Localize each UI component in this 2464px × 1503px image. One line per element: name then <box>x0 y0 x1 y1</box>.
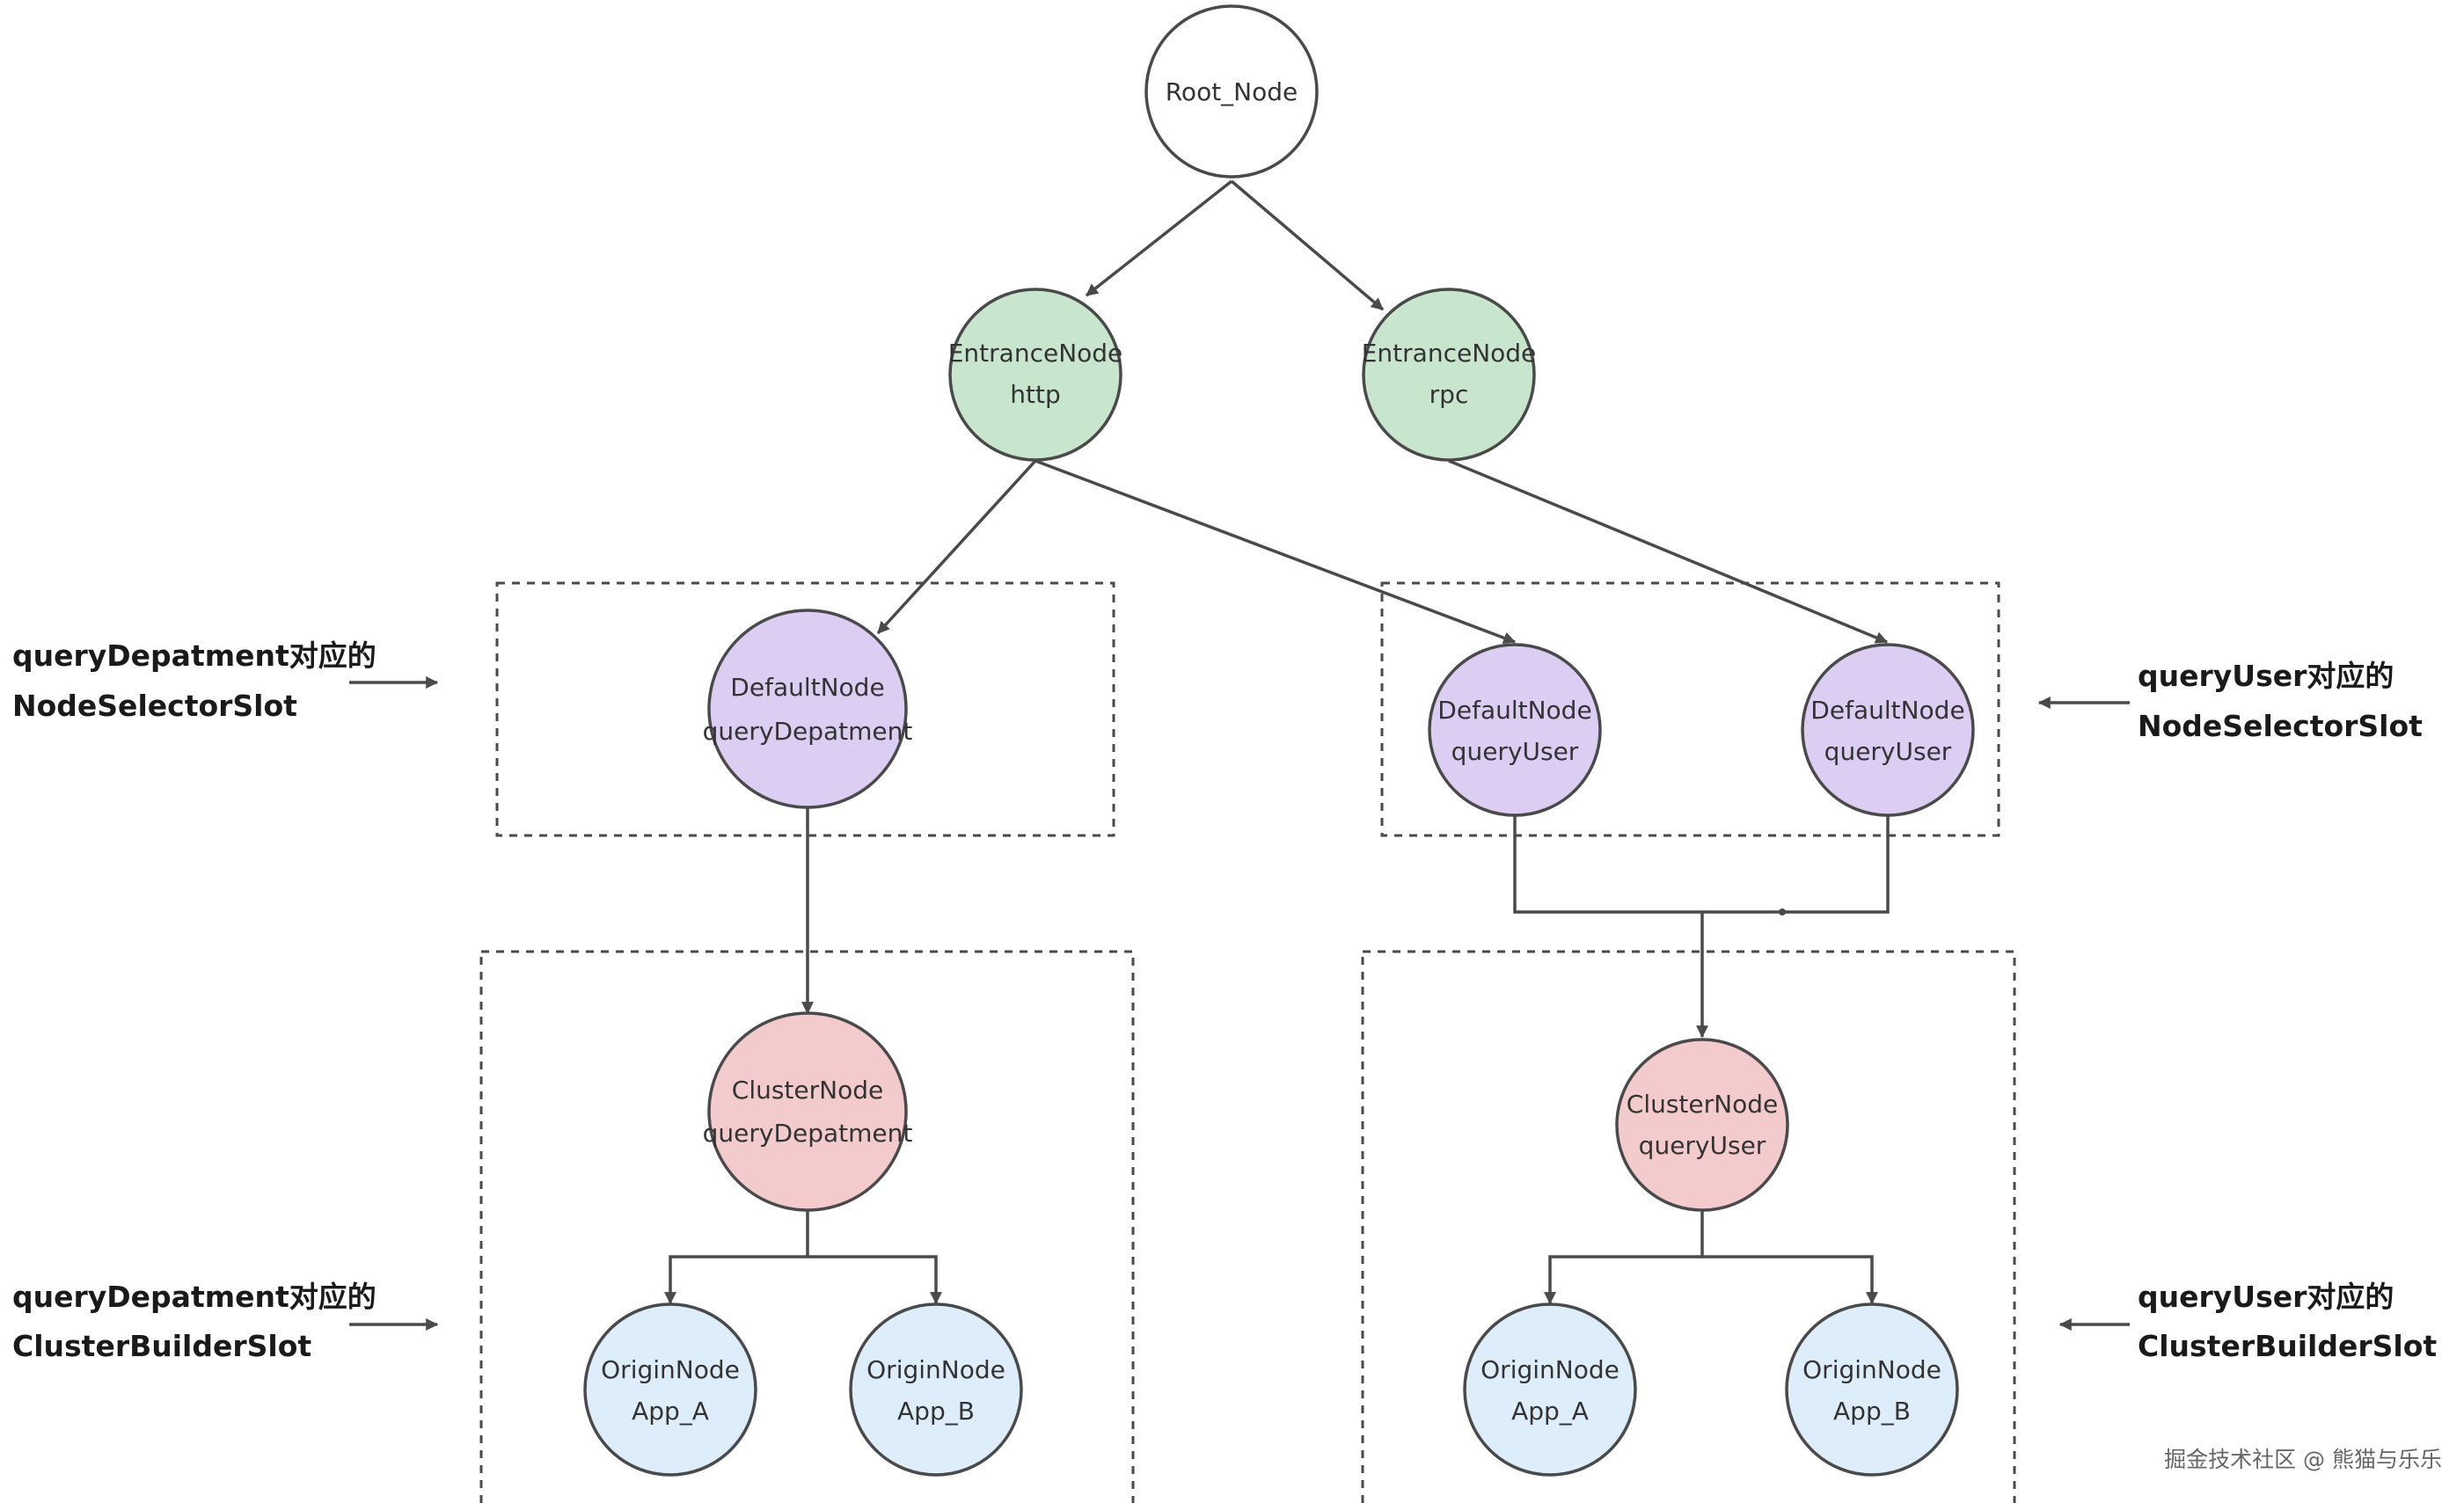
node-cluster-dept-line2: queryDepatment <box>703 1119 913 1148</box>
label-user-node-selector-line2: NodeSelectorSlot <box>2138 709 2423 743</box>
label-dept-node-selector: queryDepatment对应的 NodeSelectorSlot <box>12 638 377 723</box>
node-entrance-http-line2: http <box>1010 380 1060 409</box>
label-dept-node-selector-line2: NodeSelectorSlot <box>12 689 297 723</box>
node-cluster-user-circle <box>1615 1038 1789 1212</box>
edge-cluster-user-to-origin-a <box>1544 1211 1704 1305</box>
node-origin-user-b-line2: App_B <box>1833 1397 1911 1426</box>
node-default-user-1-circle <box>1428 643 1602 817</box>
node-origin-user-a-line2: App_A <box>1511 1397 1589 1426</box>
node-origin-user-b-line1: OriginNode <box>1802 1355 1941 1384</box>
node-entrance-rpc: EntranceNode rpc <box>1362 288 1537 462</box>
edge-entrance-rpc-to-default-user-2 <box>1448 459 1889 644</box>
node-entrance-http-circle <box>948 288 1122 462</box>
node-cluster-dept-line1: ClusterNode <box>732 1076 883 1105</box>
node-origin-user-b: OriginNode App_B <box>1785 1302 1959 1477</box>
label-dept-cluster-builder: queryDepatment对应的 ClusterBuilderSlot <box>12 1280 377 1363</box>
node-cluster-user-line2: queryUser <box>1639 1131 1766 1160</box>
node-root-circle <box>1144 4 1319 179</box>
label-user-node-selector: queryUser对应的 NodeSelectorSlot <box>2138 659 2423 743</box>
label-user-cluster-builder-line1: queryUser对应的 <box>2138 1280 2394 1314</box>
node-default-user-1: DefaultNode queryUser <box>1428 643 1602 817</box>
node-default-dept-line1: DefaultNode <box>730 673 884 702</box>
node-cluster-user-line1: ClusterNode <box>1627 1090 1778 1119</box>
node-origin-user-a-circle <box>1463 1302 1637 1477</box>
node-default-user-2: DefaultNode queryUser <box>1801 643 1975 817</box>
node-default-dept: DefaultNode queryDepatment <box>703 609 913 809</box>
node-origin-dept-a-circle <box>583 1302 757 1477</box>
node-default-user-1-line2: queryUser <box>1451 737 1579 766</box>
label-dept-cluster-builder-line1: queryDepatment对应的 <box>12 1280 377 1314</box>
node-cluster-user: ClusterNode queryUser <box>1615 1038 1789 1212</box>
edge-entrance-http-to-default-user-1 <box>1035 459 1517 645</box>
label-user-node-selector-line1: queryUser对应的 <box>2138 659 2394 693</box>
node-origin-dept-a-line1: OriginNode <box>601 1355 740 1384</box>
merge-junction-dot <box>1779 908 1786 916</box>
node-origin-dept-b-line1: OriginNode <box>866 1355 1005 1384</box>
node-entrance-rpc-line1: EntranceNode <box>1362 339 1537 368</box>
node-origin-user-a-line1: OriginNode <box>1481 1355 1620 1384</box>
node-cluster-dept: ClusterNode queryDepatment <box>703 1011 913 1212</box>
node-root-label: Root_Node <box>1166 77 1298 106</box>
node-default-dept-line2: queryDepatment <box>703 717 913 746</box>
edge-cluster-user-to-origin-b <box>1702 1255 1878 1305</box>
node-entrance-http: EntranceNode http <box>948 288 1123 462</box>
node-origin-dept-b: OriginNode App_B <box>849 1302 1023 1477</box>
edge-cluster-dept-to-origin-b <box>808 1255 942 1305</box>
edge-default-users-merge <box>1513 816 1890 914</box>
node-origin-user-b-circle <box>1785 1302 1959 1477</box>
node-root: Root_Node <box>1144 4 1319 179</box>
node-default-user-2-circle <box>1801 643 1975 817</box>
node-origin-dept-a-line2: App_A <box>632 1397 709 1426</box>
edge-entrance-http-to-default-dept <box>876 459 1037 635</box>
node-default-user-1-line1: DefaultNode <box>1437 696 1591 725</box>
node-default-dept-circle <box>707 609 908 809</box>
edge-root-to-entrance-rpc <box>1230 179 1385 311</box>
edge-root-to-entrance-http <box>1085 179 1233 297</box>
node-origin-user-a: OriginNode App_A <box>1463 1302 1637 1477</box>
node-entrance-rpc-circle <box>1362 288 1536 462</box>
user-cluster-builder-box <box>1361 950 2016 1503</box>
edge-cluster-dept-to-origin-a <box>664 1211 809 1305</box>
node-origin-dept-b-circle <box>849 1302 1023 1477</box>
label-user-cluster-builder: queryUser对应的 ClusterBuilderSlot <box>2138 1280 2437 1363</box>
watermark: 掘金技术社区 @ 熊猫与乐乐 <box>2164 1447 2442 1472</box>
node-entrance-rpc-line2: rpc <box>1429 380 1469 409</box>
node-origin-dept-b-line2: App_B <box>897 1397 975 1426</box>
label-dept-cluster-builder-line2: ClusterBuilderSlot <box>12 1329 311 1363</box>
node-default-user-2-line2: queryUser <box>1824 737 1952 766</box>
node-cluster-dept-circle <box>707 1011 908 1212</box>
node-entrance-http-line1: EntranceNode <box>948 339 1123 368</box>
label-dept-node-selector-line1: queryDepatment对应的 <box>12 638 377 673</box>
label-user-cluster-builder-line2: ClusterBuilderSlot <box>2138 1329 2437 1363</box>
node-origin-dept-a: OriginNode App_A <box>583 1302 757 1477</box>
node-default-user-2-line1: DefaultNode <box>1810 696 1964 725</box>
dept-cluster-builder-box <box>479 950 1135 1503</box>
